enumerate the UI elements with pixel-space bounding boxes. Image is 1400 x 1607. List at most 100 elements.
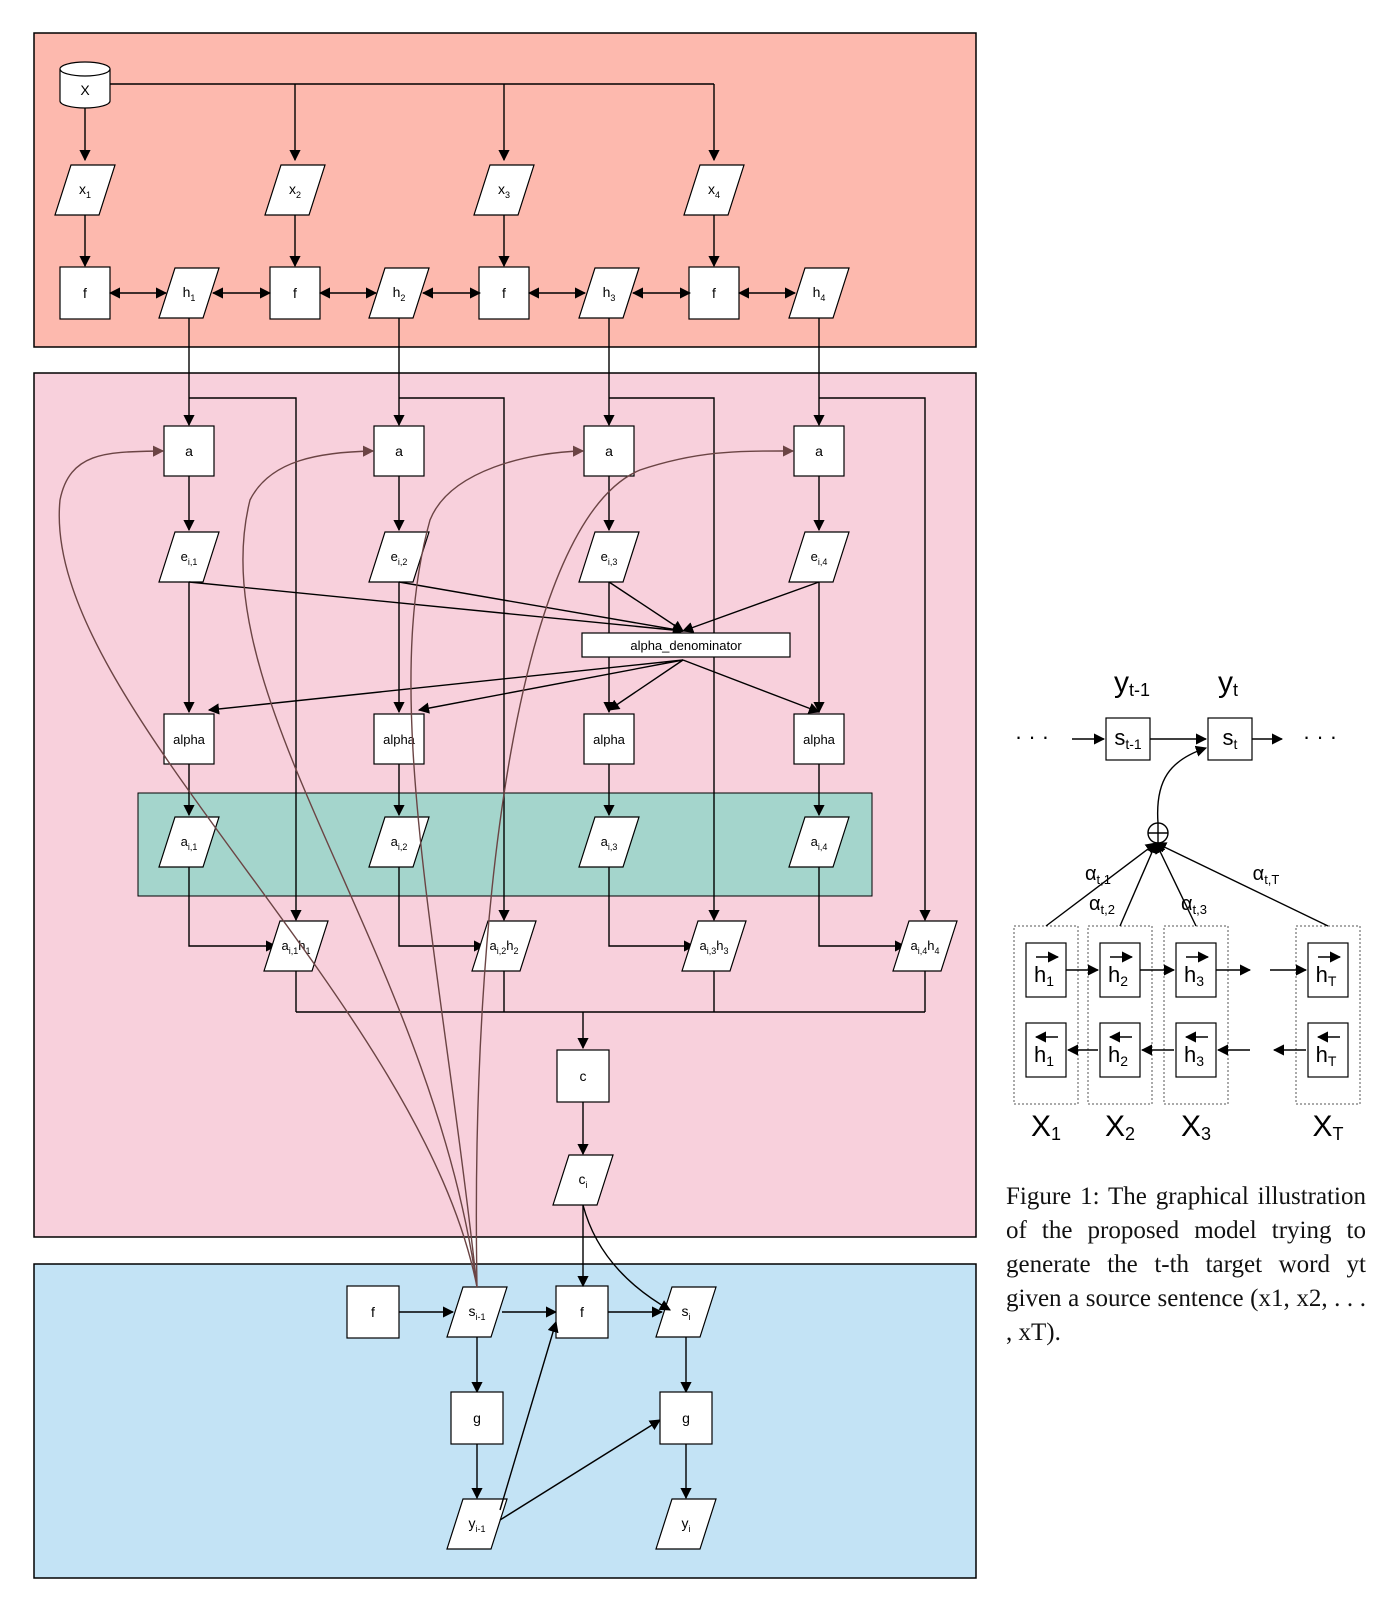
weighted-hidden-node [892, 920, 958, 972]
caption-text: Figure 1: The graphical illustration of … [1006, 1183, 1366, 1346]
prev-state-to-a-curve [58, 445, 478, 1288]
sum-to-state-arrow [1156, 745, 1208, 824]
rnn-state-label: st-1 [1114, 725, 1142, 752]
prev-state-label: si-1 [468, 1303, 485, 1322]
weight-to-product-arrow [608, 867, 696, 952]
energy-label: ei,3 [601, 549, 618, 567]
alpha-label: alpha [383, 732, 416, 747]
context-vector-node [552, 1154, 614, 1206]
denominator-to-alpha-arrow [207, 659, 684, 715]
encoder-f-label: f [502, 285, 506, 301]
rnn-weight-label: αt,3 [1181, 893, 1207, 917]
rnn-output-label: yt-1 [1114, 666, 1150, 700]
attention-a-label: a [605, 443, 613, 459]
input-token-node [473, 164, 535, 216]
alpha-node [793, 713, 845, 765]
attention-a-node [583, 425, 635, 477]
yprev-to-g-arrow [499, 1419, 661, 1521]
decoder-panel [33, 1263, 977, 1579]
hidden-to-product-arrow [399, 397, 510, 922]
backward-hidden-label: hT [1316, 1042, 1337, 1069]
state-node [655, 1286, 717, 1338]
forward-hidden-node [1175, 942, 1217, 998]
decoder-g-prev-node [450, 1391, 504, 1445]
encoder-f-node [688, 266, 740, 320]
rnn-output-label: yt [1218, 666, 1238, 700]
forward-hidden-node [1025, 942, 1067, 998]
input-token-label: x4 [708, 181, 720, 200]
decoder-f-label: f [580, 1304, 584, 1320]
alpha-denominator-node [581, 632, 791, 658]
attention-a-label: a [185, 443, 193, 459]
attention-a-node [793, 425, 845, 477]
forward-hidden-label: h1 [1034, 962, 1054, 989]
prev-output-node [446, 1498, 508, 1550]
prev-output-label: yi-1 [468, 1515, 485, 1534]
forward-hidden-label: hT [1316, 962, 1337, 989]
encoder-f-node [59, 266, 111, 320]
weighted-hidden-node [681, 920, 747, 972]
weights-panel [137, 792, 873, 897]
forward-hidden-node [1307, 942, 1349, 998]
alpha-denominator-label: alpha_denominator [630, 638, 742, 653]
prev-state-to-a-curve [410, 445, 585, 1288]
decoder-g-prev-label: g [473, 1410, 481, 1426]
attention-a-label: a [815, 443, 823, 459]
prev-state-to-a-curve [475, 445, 795, 1288]
input-token-label: x1 [79, 181, 91, 200]
energy-label: ei,2 [391, 549, 408, 567]
weight-to-product-arrow [818, 867, 907, 952]
energy-node [158, 531, 220, 583]
rnn-input-label: XT [1312, 1110, 1343, 1144]
forward-hidden-node [1099, 942, 1141, 998]
denominator-to-alpha-arrow [608, 659, 684, 711]
weighted-hidden-label: ai,2h2 [490, 938, 519, 956]
alpha-label: alpha [173, 732, 206, 747]
encoder-hidden-label: h4 [813, 284, 826, 303]
context-vector-label: ci [579, 1171, 588, 1190]
rnn-state-node [1207, 717, 1253, 761]
energy-label: ei,1 [181, 549, 198, 567]
input-token-label: x3 [498, 181, 510, 200]
forward-hidden-label: h3 [1184, 962, 1204, 989]
backward-hidden-label: h2 [1108, 1042, 1128, 1069]
weighted-hidden-label: ai,3h3 [700, 938, 729, 956]
attention-weight-node [368, 816, 430, 868]
decoder-g-node [659, 1391, 713, 1445]
decoder-f-prev-label: f [371, 1304, 375, 1320]
rnn-state-node [1105, 717, 1151, 761]
rnn-state-label: st [1223, 725, 1238, 752]
energy-node [368, 531, 430, 583]
attention-weight-node [788, 816, 850, 868]
backward-hidden-label: h3 [1184, 1042, 1204, 1069]
energy-to-denominator-arrow [398, 581, 685, 635]
source-node-label: X [80, 82, 90, 98]
source-database-node: X [59, 61, 111, 109]
alpha-node [373, 713, 425, 765]
alpha-node [163, 713, 215, 765]
backward-hidden-label: h1 [1034, 1042, 1054, 1069]
energy-node [578, 531, 640, 583]
input-token-node [683, 164, 745, 216]
alpha-label: alpha [803, 732, 836, 747]
forward-hidden-label: h2 [1108, 962, 1128, 989]
rnn-weight-label: αt,1 [1085, 863, 1111, 887]
ellipsis-left: · · · [1015, 724, 1049, 749]
attention-weight-label: ai,4 [811, 834, 828, 852]
input-token-node [264, 164, 326, 216]
encoder-hidden-node [158, 267, 220, 319]
column-to-sum-line [1154, 842, 1329, 927]
column-to-sum-line [1045, 842, 1157, 927]
sum-plus-icon [1148, 823, 1168, 843]
output-node [655, 1498, 717, 1550]
denominator-to-alpha-arrow [417, 659, 684, 714]
energy-node [788, 531, 850, 583]
input-token-label: x2 [289, 181, 301, 200]
attention-weight-node [578, 816, 640, 868]
attention-weight-label: ai,2 [391, 834, 408, 852]
weight-to-product-arrow [398, 867, 486, 952]
alpha-label: alpha [593, 732, 626, 747]
denominator-to-alpha-arrow [682, 659, 821, 714]
encoder-f-label: f [83, 285, 87, 301]
